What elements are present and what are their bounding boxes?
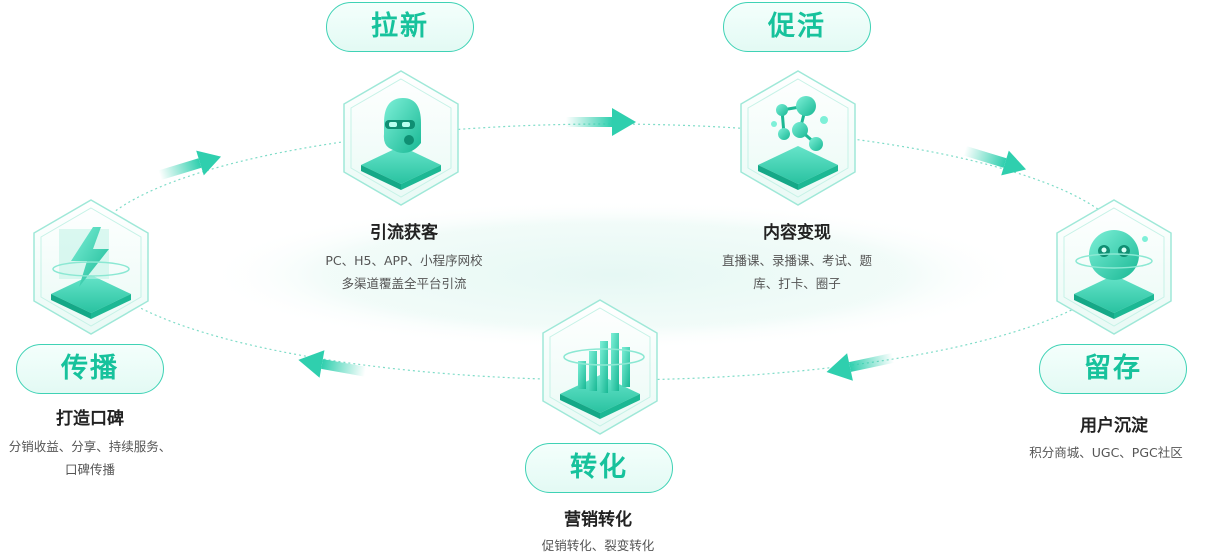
molecule-cubes-icon: [736, 68, 860, 208]
stage-desc-cuhuo: 直播课、录播课、考试、题 库、打卡、圈子: [647, 249, 947, 295]
stage-title-chuanbo: 打造口碑: [56, 409, 124, 429]
arrow-lxin-to-cuhuo: [566, 108, 636, 136]
stage-title-cuhuo: 内容变现: [763, 223, 831, 243]
pill-cuhuo: 促活: [723, 2, 871, 52]
pill-chuanbo: 传播: [16, 344, 164, 394]
lightning-icon: [29, 197, 153, 337]
desc-line: PC、H5、APP、小程序网校: [325, 253, 483, 268]
arrow-cuhuo-to-liucun: [963, 145, 1027, 176]
sphere-face-icon: [1052, 197, 1176, 337]
stage-title-zhuanhua: 营销转化: [564, 510, 632, 530]
stage-title-liucun: 用户沉淀: [1080, 416, 1148, 436]
desc-line: 分销收益、分享、持续服务、: [8, 439, 172, 454]
stage-title-lxin: 引流获客: [370, 223, 438, 243]
desc-line: 口碑传播: [64, 462, 115, 477]
stage-desc-lxin: PC、H5、APP、小程序网校 多渠道覆盖全平台引流: [254, 249, 554, 295]
desc-line: 多渠道覆盖全平台引流: [341, 276, 467, 291]
stage-desc-liucun: 积分商城、UGC、PGC社区: [1006, 441, 1206, 464]
pill-lxin: 拉新: [326, 2, 474, 52]
robot-head-icon: [339, 68, 463, 208]
arrow-liucun-to-zhuanhua: [826, 352, 895, 381]
desc-line: 促销转化、裂变转化: [541, 538, 655, 553]
pill-zhuanhua: 转化: [525, 443, 673, 493]
arrow-zhuanhua-to-chuanbo: [298, 350, 367, 378]
stage-desc-chuanbo: 分销收益、分享、持续服务、 口碑传播: [0, 435, 180, 481]
desc-line: 库、打卡、圈子: [753, 276, 841, 291]
bar-blocks-icon: [538, 297, 662, 437]
desc-line: 积分商城、UGC、PGC社区: [1029, 445, 1183, 460]
stage-desc-zhuanhua: 促销转化、裂变转化: [498, 534, 698, 557]
pill-liucun: 留存: [1039, 344, 1187, 394]
arrow-chuanbo-to-lxin: [158, 150, 222, 181]
center-glow: [205, 200, 1025, 350]
desc-line: 直播课、录播课、考试、题: [721, 253, 872, 268]
